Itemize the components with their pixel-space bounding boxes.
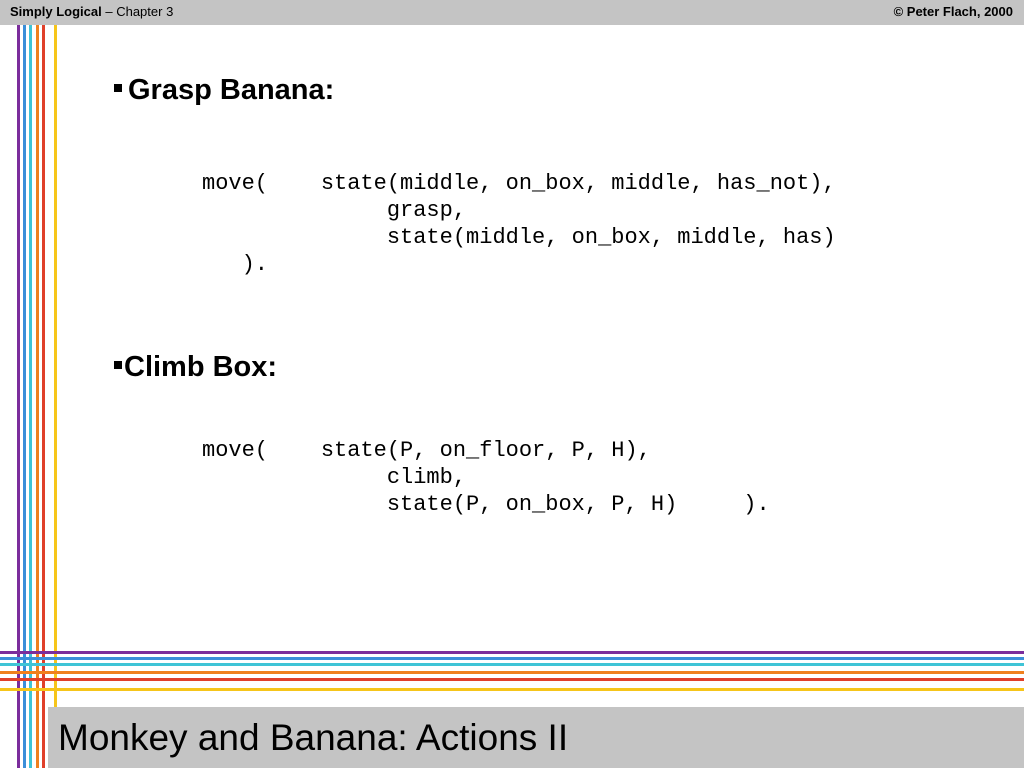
- stripe-vertical-cyan: [29, 25, 32, 768]
- stripe-vertical-purple: [17, 25, 20, 768]
- copyright-label: © Peter Flach, 2000: [893, 4, 1013, 19]
- stripe-vertical-blue: [23, 25, 26, 768]
- footer-bar: Monkey and Banana: Actions II: [48, 707, 1024, 768]
- book-title: Simply Logical: [10, 4, 102, 19]
- stripe-horizontal-blue: [0, 657, 1024, 660]
- header-bar: Simply Logical – Chapter 3 © Peter Flach…: [0, 0, 1024, 25]
- stripe-vertical-orange: [36, 25, 39, 768]
- header-book-info: Simply Logical – Chapter 3: [10, 4, 173, 19]
- code-line: grasp,: [202, 198, 467, 223]
- section-heading-climb-box: Climb Box:: [114, 351, 277, 384]
- code-line: ).: [202, 252, 269, 277]
- code-block-grasp: move( state(middle, on_box, middle, has_…: [202, 170, 836, 278]
- stripe-horizontal-cyan: [0, 663, 1024, 666]
- code-line: state(P, on_box, P, H) ).: [202, 492, 770, 517]
- code-line: climb,: [202, 465, 467, 490]
- stripe-horizontal-yellow: [0, 688, 1024, 691]
- section-heading-grasp-banana: Grasp Banana:: [114, 74, 334, 107]
- stripe-horizontal-purple: [0, 651, 1024, 654]
- stripe-horizontal-red: [0, 678, 1024, 681]
- stripe-horizontal-orange: [0, 671, 1024, 674]
- stripe-vertical-red: [42, 25, 45, 768]
- stripe-vertical-yellow: [54, 25, 57, 768]
- section-heading-text: Climb Box:: [124, 351, 278, 383]
- code-line: move( state(middle, on_box, middle, has_…: [202, 171, 836, 196]
- section-heading-text: Grasp Banana:: [128, 74, 335, 106]
- slide-title: Monkey and Banana: Actions II: [58, 717, 569, 758]
- code-line: move( state(P, on_floor, P, H),: [202, 438, 651, 463]
- bullet-square-icon: [114, 361, 122, 370]
- code-line: state(middle, on_box, middle, has): [202, 225, 836, 250]
- code-block-climb: move( state(P, on_floor, P, H), climb, s…: [202, 437, 770, 518]
- chapter-label: – Chapter 3: [101, 4, 174, 19]
- bullet-square-icon: [114, 84, 122, 93]
